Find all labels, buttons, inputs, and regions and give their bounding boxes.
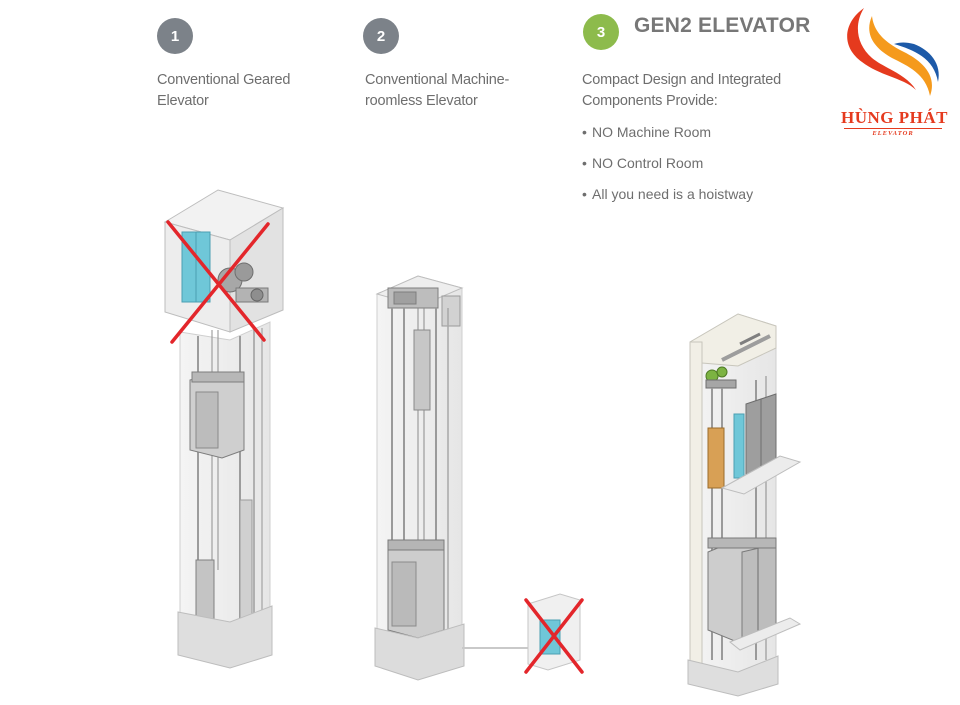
column-3-title-line2: Components Provide: — [582, 93, 718, 109]
step-1-badge: 1 — [157, 18, 193, 54]
hoist-machine-icon — [217, 262, 269, 303]
column-2-title: Conventional Machine- roomless Elevator — [365, 70, 509, 112]
counterweight — [707, 427, 725, 489]
elevator-car — [387, 539, 445, 639]
feature-item: • NO Machine Room — [582, 124, 753, 155]
gearless-machine-icon — [705, 366, 737, 389]
feature-item-label: NO Machine Room — [592, 124, 712, 140]
controller-panel-icon — [733, 413, 745, 479]
counterweight — [413, 329, 431, 411]
column-1-title-line2: Elevator — [157, 93, 209, 109]
feature-item: • NO Control Room — [582, 155, 753, 186]
cross-mark-icon — [166, 220, 270, 344]
feature-item-label: NO Control Room — [592, 155, 704, 171]
elevator-car — [707, 537, 777, 645]
gen2-elevator — [687, 313, 802, 697]
feature-list: • NO Machine Room • NO Control Room • Al… — [582, 124, 753, 217]
bullet-dot-icon: • — [582, 124, 587, 140]
column-1-title: Conventional Geared Elevator — [157, 70, 290, 112]
step-2-badge: 2 — [363, 18, 399, 54]
step-3-badge: 3 — [583, 14, 619, 50]
feature-item-label: All you need is a hoistway — [592, 186, 754, 202]
column-3-title-line1: Compact Design and Integrated — [582, 72, 781, 88]
cross-mark-icon — [524, 598, 584, 674]
feature-item: • All you need is a hoistway — [582, 186, 753, 217]
counterweight — [195, 559, 215, 623]
logo-swoosh-icon — [847, 8, 939, 96]
gen2-heading: GEN2 ELEVATOR — [634, 14, 811, 37]
logo-name: HÙNG PHÁT — [841, 108, 948, 127]
bullet-dot-icon: • — [582, 186, 587, 202]
column-2-title-line2: roomless Elevator — [365, 93, 478, 109]
bullet-dot-icon: • — [582, 155, 587, 171]
top-machine — [387, 287, 461, 327]
hoistway-shaft — [177, 321, 273, 669]
column-3-title: Compact Design and Integrated Components… — [582, 70, 781, 112]
column-2-title-line1: Conventional Machine- — [365, 72, 510, 88]
machine-room — [163, 189, 285, 333]
machine-roomless-elevator — [374, 275, 584, 681]
column-1-title-line1: Conventional Geared — [157, 72, 291, 88]
elevator-car — [189, 371, 245, 459]
geared-elevator — [163, 189, 285, 669]
logo-tagline: ELEVATOR — [844, 128, 942, 137]
company-logo: HÙNG PHÁT ELEVATOR — [834, 4, 954, 144]
